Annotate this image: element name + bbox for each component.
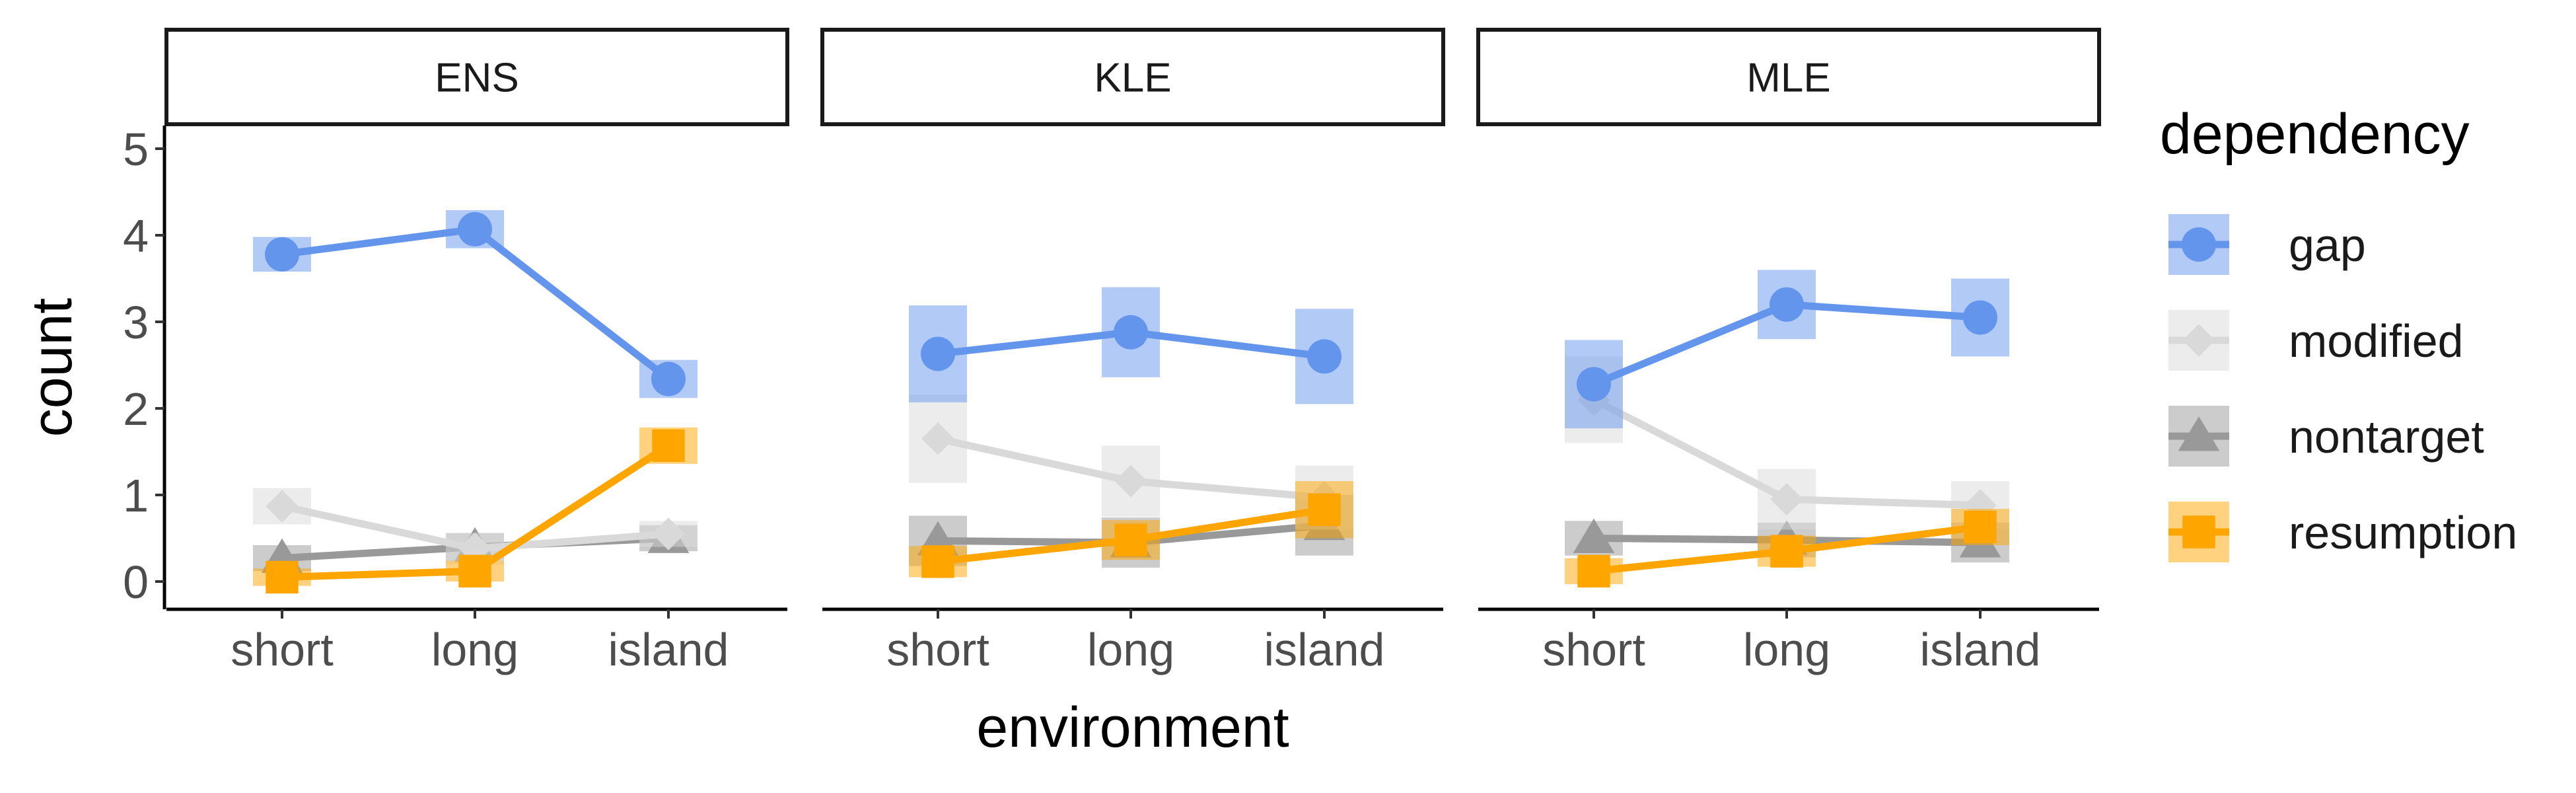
legend-item-nontarget: nontarget [2168, 406, 2484, 467]
series-resumption [909, 481, 1353, 578]
facet-strip-label: KLE [1094, 56, 1171, 101]
data-point-resumption [1308, 493, 1341, 526]
data-point-modified [266, 490, 299, 523]
axis-layer: 0 1 2 3 4 5 count environment [20, 124, 1289, 759]
x-tick-label: long [1743, 624, 1830, 675]
data-point-gap [1307, 339, 1342, 374]
data-point-resumption [266, 560, 299, 594]
facet-strip [1476, 28, 2101, 126]
series-modified [909, 395, 1353, 530]
x-tick-label: island [1920, 624, 2041, 675]
legend-label: modified [2289, 315, 2464, 367]
y-tick-label: 2 [123, 383, 149, 435]
x-tick-label: short [231, 624, 334, 675]
x-tick-label: island [1264, 624, 1385, 675]
data-point-modified [921, 422, 954, 455]
data-point-gap [1114, 315, 1148, 350]
legend-item-modified: modified [2168, 310, 2464, 371]
y-tick-label: 5 [123, 124, 149, 175]
legend-marker-gap [2182, 227, 2216, 262]
data-point-gap [1577, 367, 1611, 402]
data-point-modified [652, 517, 685, 550]
y-tick-label: 4 [123, 210, 149, 262]
series-gap [253, 210, 698, 398]
data-point-resumption [652, 429, 685, 463]
x-tick-label: short [886, 624, 989, 675]
series-resumption [1565, 508, 2009, 587]
legend-label: gap [2289, 219, 2366, 271]
legend-item-resumption: resumption [2168, 502, 2517, 562]
data-point-resumption [1577, 554, 1610, 587]
data-point-gap [458, 211, 492, 246]
y-axis-title: count [20, 298, 84, 437]
legend-label: nontarget [2289, 411, 2484, 463]
x-tick-label: island [608, 624, 729, 675]
legend-item-gap: gap [2168, 214, 2366, 275]
legend-marker-modified [2182, 324, 2215, 357]
y-tick-label: 0 [123, 556, 149, 608]
panels-layer: ENS short long island KLE short long island MLE s… [164, 28, 2101, 675]
y-tick-label: 1 [123, 470, 149, 521]
panel-mle: MLE short long island [1476, 28, 2101, 675]
series-gap [909, 287, 1353, 404]
data-point-gap [1770, 287, 1804, 322]
data-point-resumption [1114, 523, 1147, 556]
panel-ens: ENS short long island [164, 28, 789, 675]
data-point-nontarget [1573, 518, 1615, 553]
legend-label: resumption [2289, 507, 2517, 558]
x-tick-label: long [431, 624, 519, 675]
legend-layer: dependency gap modified nontarget resumption [2160, 102, 2517, 562]
data-point-resumption [1964, 510, 1997, 544]
data-point-resumption [458, 554, 491, 587]
facet-strip [820, 28, 1445, 126]
series-resumption [253, 427, 698, 594]
facet-strip-label: MLE [1746, 56, 1830, 101]
series-line-gap [281, 225, 671, 382]
legend-title: dependency [2160, 102, 2470, 166]
data-point-gap [921, 336, 955, 371]
x-tick-label: short [1542, 624, 1645, 675]
y-tick-label: 3 [123, 297, 149, 348]
data-point-gap [651, 361, 686, 397]
data-point-modified [1770, 482, 1803, 516]
facet-strip [164, 28, 789, 126]
data-point-modified [1964, 489, 1997, 522]
data-point-gap [1963, 300, 1997, 335]
data-point-resumption [1770, 535, 1803, 568]
panel-kle: KLE short long island [820, 28, 1445, 675]
series-gap [1565, 270, 2009, 429]
data-point-modified [1114, 465, 1147, 498]
data-point-resumption [921, 545, 954, 578]
legend-marker-nontarget [2178, 416, 2220, 451]
legend-marker-resumption [2182, 515, 2215, 548]
facet-strip-label: ENS [435, 56, 519, 101]
x-tick-label: long [1087, 624, 1174, 675]
data-point-gap [265, 237, 299, 272]
series-modified [1565, 356, 2009, 530]
x-axis-title: environment [976, 696, 1289, 759]
